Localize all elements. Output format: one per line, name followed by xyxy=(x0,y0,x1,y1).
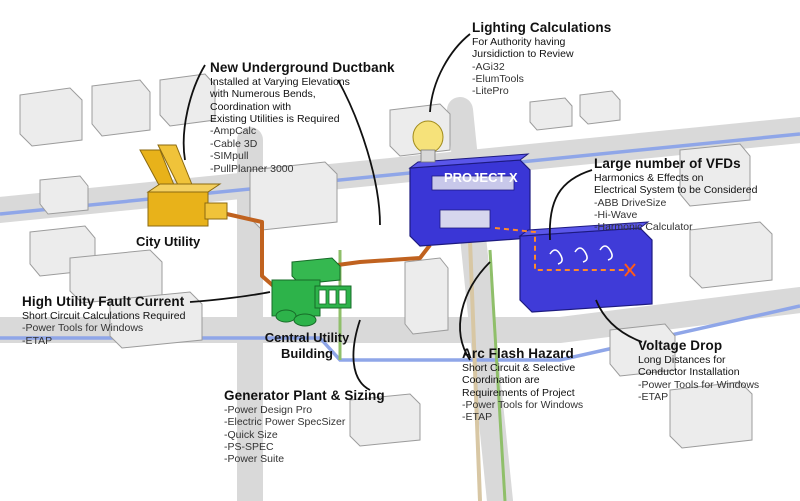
central-utility-label-line2: Building xyxy=(281,345,333,361)
project-x-building xyxy=(408,153,653,313)
city-utility-label: City Utility xyxy=(136,234,201,249)
vfd-symbols xyxy=(549,245,613,265)
callout-fault-current: High Utility Fault Current Short Circuit… xyxy=(22,294,185,347)
callout-vfds-tool-3: -Harmonic Calculator xyxy=(594,221,693,234)
callout-arcflash-desc-2: Coordination are xyxy=(462,374,540,387)
lightbulb-icon xyxy=(412,120,444,163)
callout-ductbank-title: New Underground Ductbank xyxy=(210,60,395,75)
callout-lighting-desc-2: Jursidiction to Review xyxy=(472,48,574,61)
callout-generator-tool-4: -PS-SPEC xyxy=(224,441,274,454)
callout-lighting-tool-1: -AGi32 xyxy=(472,60,505,73)
callout-arcflash-tool-1: -Power Tools for Windows xyxy=(462,399,584,412)
callout-vfds-title: Large number of VFDs xyxy=(594,156,741,171)
callout-arcflash-title: Arc Flash Hazard xyxy=(462,346,574,361)
callout-generator: Generator Plant & Sizing -Power Design P… xyxy=(224,388,385,466)
callout-lighting-tool-2: -ElumTools xyxy=(472,73,524,86)
city-utility-substation xyxy=(139,144,228,227)
callout-arcflash-desc-1: Short Circuit & Selective xyxy=(462,361,576,374)
callout-ductbank-tool-1: -AmpCalc xyxy=(210,125,257,138)
callout-voltage-tool-1: -Power Tools for Windows xyxy=(638,378,760,391)
tan-utility-line xyxy=(468,239,482,501)
callout-fault-desc-1: Short Circuit Calculations Required xyxy=(22,309,186,322)
project-x-label: PROJECT X xyxy=(444,170,518,185)
callout-arcflash-tool-2: -ETAP xyxy=(462,411,493,424)
callout-generator-tool-2: -Electric Power SpecSizer xyxy=(224,416,346,429)
callout-vfds-desc-1: Harmonics & Effects on xyxy=(594,171,704,184)
callout-arcflash-desc-3: Requirements of Project xyxy=(462,386,575,399)
central-utility-label-line1: Central Utility xyxy=(264,330,350,345)
callout-vfds-tool-1: -ABB DriveSize xyxy=(594,196,667,209)
callout-ductbank-desc-1: Installed at Varying Elevations xyxy=(210,75,350,88)
callout-generator-tool-3: -Quick Size xyxy=(224,428,278,441)
callout-vfds: Large number of VFDs Harmonics & Effects… xyxy=(594,156,757,234)
callout-fault-tool-1: -Power Tools for Windows xyxy=(22,322,144,335)
callout-lighting: Lighting Calculations For Authority havi… xyxy=(472,20,611,98)
callout-generator-title: Generator Plant & Sizing xyxy=(224,388,385,403)
callout-voltage-tool-2: -ETAP xyxy=(638,391,669,404)
callout-ductbank-tool-3: -SIMpull xyxy=(210,150,249,163)
callout-ductbank: New Underground Ductbank Installed at Va… xyxy=(210,60,395,175)
callout-ductbank-tool-4: -PullPlanner 3000 xyxy=(210,162,294,175)
callout-fault-tool-2: -ETAP xyxy=(22,334,53,347)
callout-arc-flash: Arc Flash Hazard Short Circuit & Selecti… xyxy=(462,346,583,424)
callout-fault-title: High Utility Fault Current xyxy=(22,294,185,309)
callout-voltage-desc-2: Conductor Installation xyxy=(638,366,740,379)
callout-ductbank-desc-3: Coordination with xyxy=(210,100,292,113)
callout-ductbank-tool-2: -Cable 3D xyxy=(210,137,258,150)
callout-ductbank-desc-4: Existing Utilities is Required xyxy=(210,113,340,126)
callout-generator-tool-5: -Power Suite xyxy=(224,453,285,466)
callout-voltage-title: Voltage Drop xyxy=(638,338,723,353)
callout-lighting-desc-1: For Authority having xyxy=(472,35,566,48)
callout-generator-tool-1: -Power Design Pro xyxy=(224,403,313,416)
callout-ductbank-desc-2: with Numerous Bends, xyxy=(210,88,316,101)
callout-vfds-desc-2: Electrical System to be Considered xyxy=(594,184,758,197)
leader-lines xyxy=(182,33,643,391)
callout-lighting-title: Lighting Calculations xyxy=(472,20,612,35)
callout-voltage-desc-1: Long Distances for xyxy=(638,353,726,366)
central-utility-label: Central Utility Building xyxy=(252,330,362,361)
callout-vfds-tool-2: -Hi-Wave xyxy=(594,209,638,222)
callout-lighting-tool-3: -LitePro xyxy=(472,85,509,98)
central-utility-building xyxy=(271,257,352,327)
